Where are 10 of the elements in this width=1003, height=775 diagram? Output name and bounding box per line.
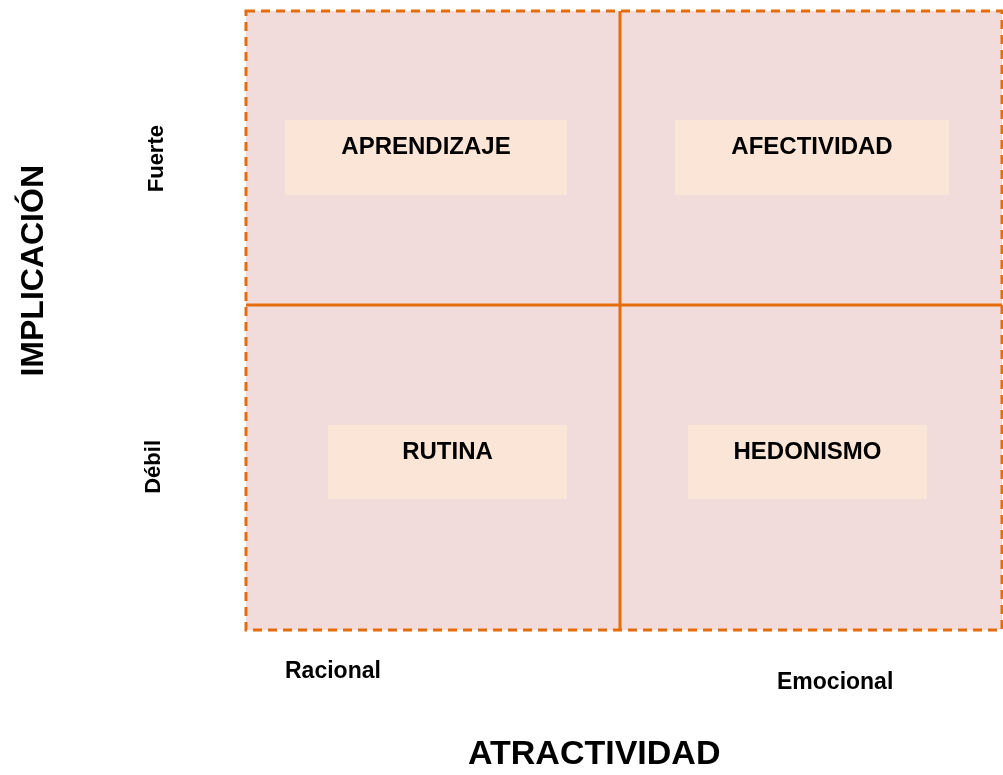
- axis-tick-label: Racional: [285, 657, 381, 684]
- axis-tick-label: Emocional: [777, 668, 894, 695]
- axis-title: IMPLICACIÓN: [14, 165, 51, 377]
- quadrant-label-box: HEDONISMO: [688, 425, 927, 499]
- axis-tick-label: Débil: [140, 440, 166, 494]
- axis-tick-label: Fuerte: [143, 125, 169, 193]
- axis-title: ATRACTIVIDAD: [468, 733, 721, 772]
- quadrant-label-box: APRENDIZAJE: [285, 120, 567, 195]
- quadrant-label-box: AFECTIVIDAD: [675, 120, 949, 195]
- quadrant-label-box: RUTINA: [328, 425, 567, 499]
